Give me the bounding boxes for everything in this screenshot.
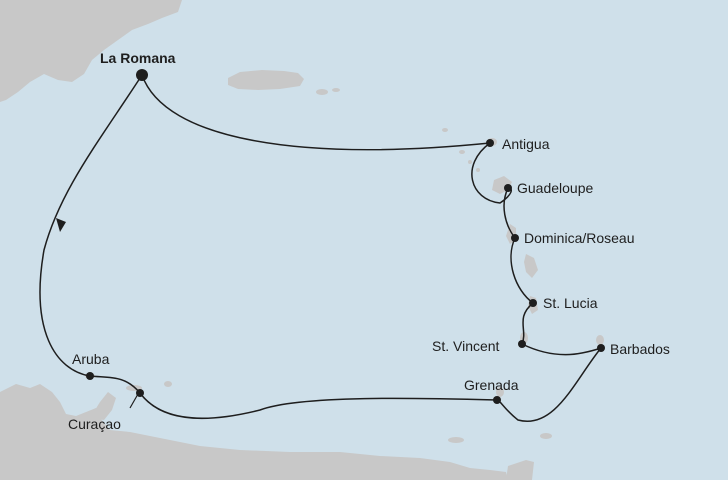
land-virgin-islands <box>316 89 328 95</box>
port-label-dominica: Dominica/Roseau <box>524 230 635 246</box>
land-margarita <box>448 437 464 443</box>
port-label-curacao: Curaçao <box>68 416 121 432</box>
port-markers <box>86 69 605 404</box>
land-hispaniola <box>0 0 182 102</box>
port-label-guadeloupe: Guadeloupe <box>517 180 594 196</box>
land-tobago <box>540 433 552 439</box>
dot-icon-dominica[interactable] <box>511 234 519 242</box>
dot-icon-antigua[interactable] <box>486 139 494 147</box>
port-label-grenada: Grenada <box>464 377 519 393</box>
land-bonaire <box>164 381 172 387</box>
land-trinidad <box>506 460 534 480</box>
port-label-la-romana: La Romana <box>100 50 176 66</box>
land-grenada <box>496 387 504 397</box>
land-montserrat <box>476 168 480 172</box>
dot-icon-grenada[interactable] <box>493 396 501 404</box>
large-dot-icon[interactable] <box>136 69 148 81</box>
curacao-leader-line <box>129 393 139 409</box>
dot-icon-st-lucia[interactable] <box>529 299 537 307</box>
dot-icon-aruba[interactable] <box>86 372 94 380</box>
land-venezuela <box>0 384 508 480</box>
land-st-martin <box>442 128 448 132</box>
land-virgin-islands-2 <box>332 88 340 92</box>
land-martinique <box>524 254 538 278</box>
dot-icon-curacao[interactable] <box>136 389 144 397</box>
port-label-aruba: Aruba <box>72 351 110 367</box>
port-label-antigua: Antigua <box>502 136 550 152</box>
dot-icon-st-vincent[interactable] <box>518 340 526 348</box>
dot-icon-barbados[interactable] <box>597 344 605 352</box>
land-st-kitts <box>459 150 465 154</box>
land-nevis <box>468 160 472 164</box>
land-paraguana <box>90 392 116 420</box>
dot-icon-guadeloupe[interactable] <box>504 184 512 192</box>
port-label-st-lucia: St. Lucia <box>543 295 598 311</box>
arrowhead-icon <box>56 218 66 232</box>
land-curacao <box>126 385 142 391</box>
port-label-barbados: Barbados <box>610 341 670 357</box>
port-label-st-vincent: St. Vincent <box>432 338 500 354</box>
land-barbados <box>596 335 604 345</box>
land-puerto-rico <box>228 70 304 90</box>
